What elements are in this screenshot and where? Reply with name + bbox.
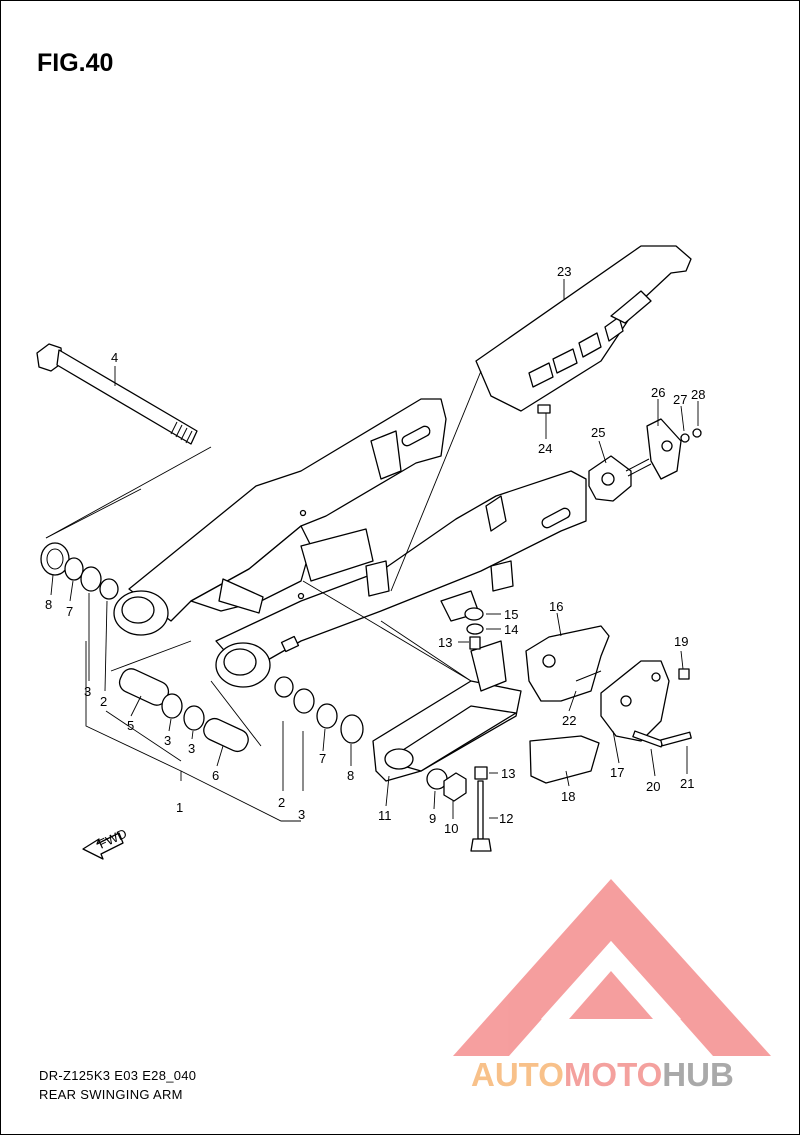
chain-case bbox=[475, 245, 692, 412]
callout-3-mid2: 3 bbox=[188, 741, 195, 756]
chain-buffer bbox=[372, 640, 522, 782]
callout-3-mid: 3 bbox=[164, 733, 171, 748]
leader-lines bbox=[50, 279, 699, 819]
section-name: REAR SWINGING ARM bbox=[39, 1087, 183, 1102]
callout-20: 20 bbox=[646, 779, 660, 794]
callout-1: 1 bbox=[176, 800, 183, 815]
callout-6: 6 bbox=[212, 768, 219, 783]
callout-numbers: 4 23 24 25 26 27 28 15 16 14 13 19 22 17… bbox=[45, 264, 705, 836]
forward-arrow-icon: FWD bbox=[82, 826, 129, 860]
swinging-arm bbox=[113, 398, 587, 688]
callout-23: 23 bbox=[557, 264, 571, 279]
callout-8-left: 8 bbox=[45, 597, 52, 612]
callout-26: 26 bbox=[651, 385, 665, 400]
callout-2-left: 2 bbox=[100, 694, 107, 709]
callout-10: 10 bbox=[444, 821, 458, 836]
automotohub-watermark-text: AUTOMOTOHUB bbox=[471, 1056, 734, 1093]
figure-title: FIG.40 bbox=[37, 49, 114, 77]
bushings-and-seals bbox=[40, 404, 692, 852]
model-code: DR-Z125K3 E03 E28_040 bbox=[39, 1068, 197, 1083]
callout-5: 5 bbox=[127, 718, 134, 733]
callout-4: 4 bbox=[111, 350, 118, 365]
callout-2-right: 2 bbox=[278, 795, 285, 810]
callout-28: 28 bbox=[691, 387, 705, 402]
callout-24: 24 bbox=[538, 441, 552, 456]
callout-17: 17 bbox=[610, 765, 624, 780]
callout-7-right: 7 bbox=[319, 751, 326, 766]
callout-12: 12 bbox=[499, 811, 513, 826]
callout-7-left: 7 bbox=[66, 604, 73, 619]
callout-18: 18 bbox=[561, 789, 575, 804]
caliper-bracket bbox=[525, 625, 670, 784]
svg-text:AUTOMOTOHUB: AUTOMOTOHUB bbox=[471, 1056, 734, 1093]
callout-8-right: 8 bbox=[347, 768, 354, 783]
callout-3-right: 3 bbox=[298, 807, 305, 822]
callout-13-upper: 13 bbox=[438, 635, 452, 650]
callout-15: 15 bbox=[504, 607, 518, 622]
assembly-group-lines bbox=[45, 370, 482, 822]
automotohub-watermark-logo bbox=[453, 879, 771, 1056]
chain-adjuster-plate bbox=[588, 418, 702, 502]
callout-21: 21 bbox=[680, 776, 694, 791]
callout-9: 9 bbox=[429, 811, 436, 826]
pivot-bolt bbox=[36, 343, 198, 445]
callout-19: 19 bbox=[674, 634, 688, 649]
callout-13-lower: 13 bbox=[501, 766, 515, 781]
callout-27: 27 bbox=[673, 392, 687, 407]
callout-16: 16 bbox=[549, 599, 563, 614]
callout-14: 14 bbox=[504, 622, 518, 637]
callout-25: 25 bbox=[591, 425, 605, 440]
callout-3-left: 3 bbox=[84, 684, 91, 699]
callout-11: 11 bbox=[378, 808, 392, 823]
callout-22: 22 bbox=[562, 713, 576, 728]
